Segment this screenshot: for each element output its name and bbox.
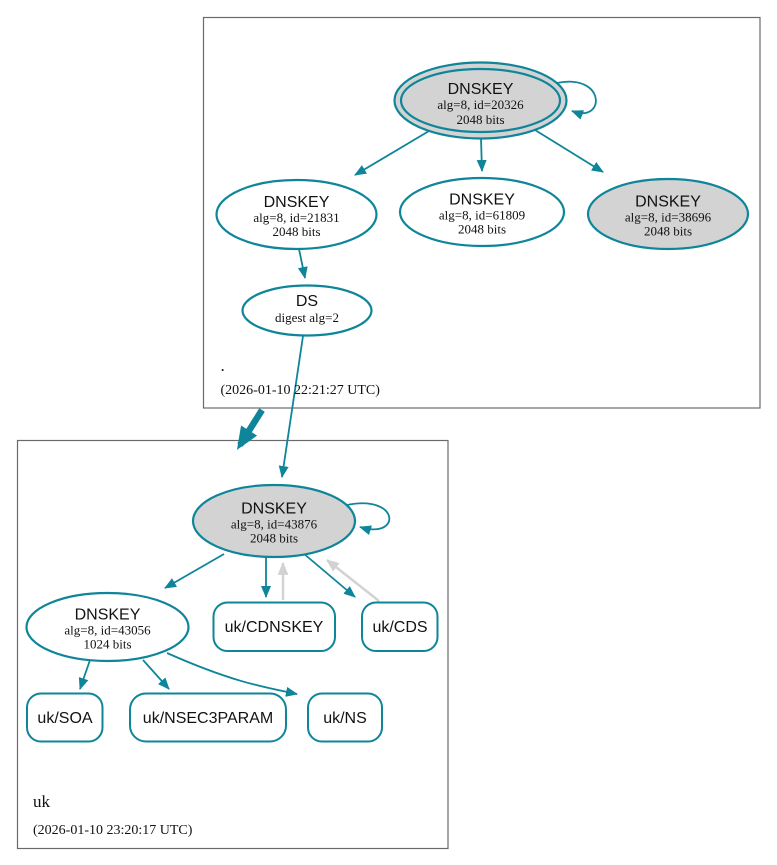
key-ellipse bbox=[215, 178, 378, 251]
edge-cds-to-ksk-gray bbox=[326, 559, 380, 602]
rrset-rect bbox=[361, 601, 439, 652]
node-uk-soa[interactable]: uk/SOA bbox=[26, 692, 104, 743]
delegation-arrow-root-to-uk bbox=[236, 408, 265, 450]
edge-zsk43056-to-ns bbox=[166, 652, 298, 697]
node-root-key-61809[interactable]: DNSKEY alg=8, id=61809 2048 bits bbox=[398, 176, 566, 248]
node-uk-nsec3param[interactable]: uk/NSEC3PARAM bbox=[129, 692, 287, 743]
key-ellipse bbox=[398, 176, 566, 248]
root-zone-timestamp: (2026-01-10 22:21:27 UTC) bbox=[221, 383, 381, 398]
key-title: DNSKEY bbox=[449, 192, 515, 209]
rrset-label: uk/NSEC3PARAM bbox=[143, 710, 273, 727]
edge-key21831-to-ds bbox=[297, 248, 308, 279]
ds-ellipse bbox=[241, 284, 373, 337]
key-bits: 2048 bits bbox=[456, 112, 504, 127]
edge-ksk43876-to-zsk43056 bbox=[164, 553, 225, 589]
edge-uk-ksk-selfsign bbox=[346, 502, 391, 536]
key-ellipse bbox=[586, 177, 750, 251]
uk-zone-timestamp: (2026-01-10 23:20:17 UTC) bbox=[33, 823, 193, 838]
key-detail: alg=8, id=38696 bbox=[625, 210, 712, 225]
rrset-label: uk/CDS bbox=[372, 619, 427, 636]
edge-ds-to-uk-ksk bbox=[278, 335, 304, 478]
key-bits: 1024 bits bbox=[83, 637, 131, 652]
node-ds-uk[interactable]: DS digest alg=2 bbox=[241, 284, 373, 337]
rrset-rect bbox=[129, 692, 287, 743]
key-detail: alg=8, id=43876 bbox=[231, 517, 318, 532]
key-title: DNSKEY bbox=[241, 501, 307, 518]
rrset-rect bbox=[26, 692, 104, 743]
key-detail: alg=8, id=43056 bbox=[64, 623, 151, 638]
key-detail: alg=8, id=61809 bbox=[439, 208, 525, 223]
edge-zsk43056-to-soa bbox=[78, 659, 91, 690]
edge-zsk43056-to-nsec3param bbox=[142, 659, 170, 690]
key-bits: 2048 bits bbox=[250, 531, 298, 546]
edge-root-ksk-selfsign bbox=[556, 80, 597, 120]
key-bits: 2048 bits bbox=[644, 224, 692, 239]
rrset-label: uk/SOA bbox=[37, 710, 92, 727]
key-detail: alg=8, id=21831 bbox=[253, 210, 339, 225]
node-uk-cds[interactable]: uk/CDS bbox=[361, 601, 439, 652]
node-root-ksk-20326[interactable]: DNSKEY alg=8, id=20326 2048 bits bbox=[393, 61, 568, 140]
key-title: DNSKEY bbox=[75, 607, 141, 624]
key-ellipse-outer bbox=[393, 61, 568, 140]
key-title: DNSKEY bbox=[264, 194, 330, 211]
ds-title: DS bbox=[296, 293, 318, 310]
rrset-rect bbox=[212, 601, 336, 652]
node-root-key-21831[interactable]: DNSKEY alg=8, id=21831 2048 bits bbox=[215, 178, 378, 251]
node-uk-cdnskey[interactable]: uk/CDNSKEY bbox=[212, 601, 336, 652]
node-uk-ksk-43876[interactable]: DNSKEY alg=8, id=43876 2048 bits bbox=[191, 483, 357, 559]
node-root-key-38696[interactable]: DNSKEY alg=8, id=38696 2048 bits bbox=[586, 177, 750, 251]
root-zone-label: . bbox=[221, 356, 225, 375]
node-uk-zsk-43056[interactable]: DNSKEY alg=8, id=43056 1024 bits bbox=[25, 591, 190, 663]
edge-ksk43876-to-cds bbox=[302, 552, 356, 598]
edge-ksk20326-to-key38696 bbox=[534, 129, 604, 173]
uk-zone-box bbox=[16, 439, 449, 850]
key-ellipse-inner bbox=[399, 67, 562, 134]
key-detail: alg=8, id=20326 bbox=[437, 97, 524, 112]
key-ellipse bbox=[25, 591, 190, 663]
key-bits: 2048 bits bbox=[272, 224, 320, 239]
rrset-label: uk/CDNSKEY bbox=[225, 619, 324, 636]
key-bits: 2048 bits bbox=[458, 222, 506, 237]
root-zone-box bbox=[202, 16, 761, 409]
rrset-label: uk/NS bbox=[323, 710, 367, 727]
node-uk-ns[interactable]: uk/NS bbox=[307, 692, 383, 743]
ds-detail: digest alg=2 bbox=[275, 310, 339, 325]
rrset-rect bbox=[307, 692, 383, 743]
key-title: DNSKEY bbox=[448, 81, 514, 98]
edge-ksk20326-to-key61809 bbox=[476, 138, 487, 172]
uk-zone-label: uk bbox=[33, 792, 51, 811]
key-title: DNSKEY bbox=[635, 194, 701, 211]
key-ellipse bbox=[191, 483, 357, 559]
edge-ksk20326-to-key21831 bbox=[354, 130, 430, 176]
